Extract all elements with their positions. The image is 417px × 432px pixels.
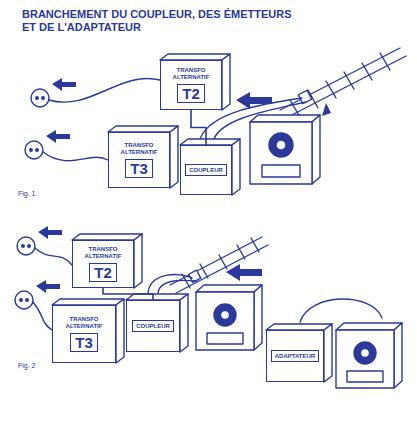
device-box: COUPLEUR (126, 300, 180, 352)
controller (336, 323, 402, 388)
controller (250, 115, 320, 184)
box-face (324, 324, 332, 382)
box-plate: ADAPTATEUR (271, 350, 319, 362)
box-face (134, 234, 142, 288)
transformer-box: TRANSFO ALTERNATIF T2 (72, 240, 134, 288)
box-caption: TRANSFO ALTERNATIF (112, 142, 166, 156)
box-face (232, 139, 240, 195)
box-plate: COUPLEUR (185, 164, 227, 176)
box-number: T3 (70, 333, 98, 352)
power-cable (103, 288, 153, 300)
box-face (116, 299, 124, 363)
controller (196, 285, 262, 350)
direction-arrow (36, 78, 331, 293)
track-wire (158, 280, 196, 293)
wall-socket (15, 89, 49, 309)
mains-cable (33, 78, 160, 330)
box-number: T2 (89, 263, 117, 282)
box-face (170, 126, 178, 188)
figure-label: Fig. 1 (18, 190, 36, 197)
track (280, 48, 406, 118)
box-number: T3 (125, 159, 153, 178)
transformer-box: TRANSFO ALTERNATIF T2 (160, 60, 222, 110)
device-box: COUPLEUR (180, 145, 232, 195)
device-box: ADAPTATEUR (266, 330, 324, 382)
track (170, 237, 268, 293)
power-cable (191, 110, 206, 145)
box-face (222, 54, 230, 110)
diagram-title: BRANCHEMENT DU COUPLEUR, DES ÉMETTEURS E… (22, 8, 307, 34)
box-face (180, 294, 188, 352)
box-caption: TRANSFO ALTERNATIF (164, 67, 218, 81)
box-plate: COUPLEUR (132, 320, 174, 332)
box-number: T2 (177, 84, 205, 103)
figure-label: Fig. 2 (18, 362, 36, 369)
transformer-box: TRANSFO ALTERNATIF T3 (52, 305, 116, 363)
box-caption: TRANSFO ALTERNATIF (76, 246, 130, 260)
track-wire (148, 275, 192, 293)
transformer-box: TRANSFO ALTERNATIF T3 (108, 132, 170, 188)
box-caption: TRANSFO ALTERNATIF (56, 316, 112, 330)
adapter-cable (300, 299, 382, 322)
